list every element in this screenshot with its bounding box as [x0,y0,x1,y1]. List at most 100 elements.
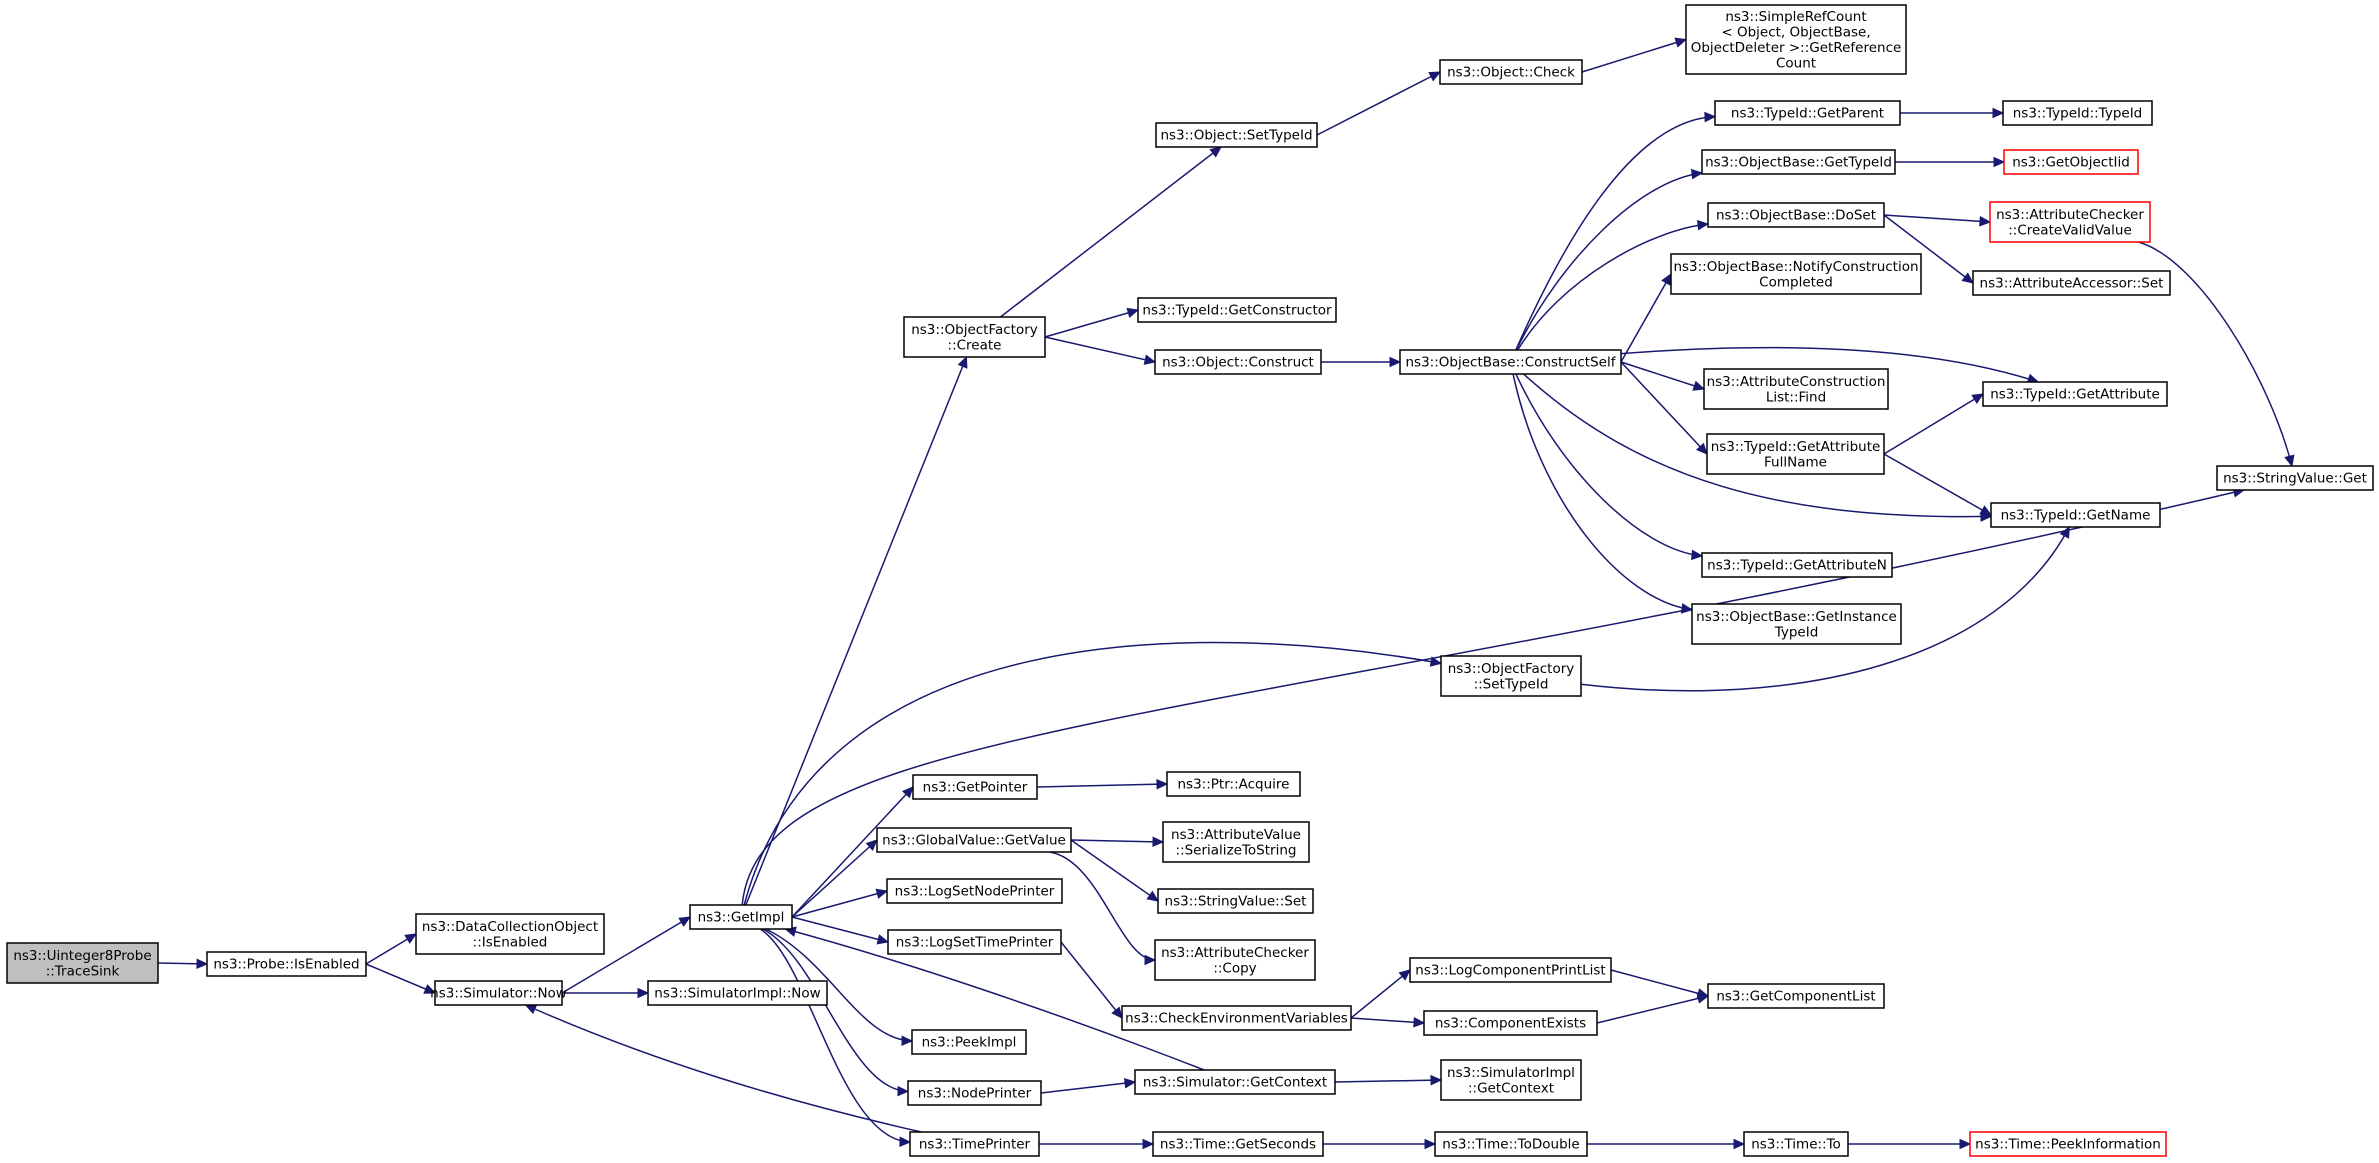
node-box [886,878,1063,904]
edge-getimpl-to-objfactory_settypeid [743,641,1443,906]
edge-typeid_getparent-to-typeid_typeid [1900,107,2005,119]
arrowhead [1993,156,2006,168]
node-objfactory-settypeid[interactable]: ns3::ObjectFactory::SetTypeId [1440,655,1582,697]
node-typeid-getattribute[interactable]: ns3::TypeId::GetAttribute [1982,381,2168,407]
node-object-check[interactable]: ns3::Object::Check [1439,59,1583,85]
node-label: ::CreateValidValue [2008,222,2132,238]
node-typeid-typeid[interactable]: ns3::TypeId::TypeId [2002,100,2153,126]
node-label: ns3::AttributeConstruction [1707,374,1886,390]
node-time-peekinformation[interactable]: ns3::Time::PeekInformation [1969,1131,2167,1157]
edge-constructself-to-typeid_getattribute [1620,346,2040,384]
node-timeprinter[interactable]: ns3::TimePrinter [909,1131,1040,1157]
node-typeid-getconstructor[interactable]: ns3::TypeId::GetConstructor [1137,297,1337,323]
node-probe-isenabled[interactable]: ns3::Probe::IsEnabled [206,951,367,977]
node-attrchecker-createvalid[interactable]: ns3::AttributeChecker::CreateValidValue [1989,201,2151,243]
node-typeid-getparent[interactable]: ns3::TypeId::GetParent [1714,100,1901,126]
node-box [415,913,605,955]
node-constructself[interactable]: ns3::ObjectBase::ConstructSelf [1399,349,1622,375]
node-simimpl-getcontext[interactable]: ns3::SimulatorImpl::GetContext [1440,1059,1582,1101]
edge-line [1515,172,1703,351]
node-label: ns3::Object::Construct [1162,355,1314,371]
node-attrchecker-copy[interactable]: ns3::AttributeChecker::Copy [1154,939,1316,981]
node-sim-getcontext[interactable]: ns3::Simulator::GetContext [1134,1069,1336,1095]
node-logsetnodeprinter[interactable]: ns3::LogSetNodePrinter [886,878,1063,904]
node-time-to[interactable]: ns3::Time::To [1743,1131,1849,1157]
node-stringvalue-get[interactable]: ns3::StringValue::Get [2216,465,2374,491]
arrowhead [1733,1138,1746,1150]
node-simplerefcount[interactable]: ns3::SimpleRefCount< Object, ObjectBase,… [1685,4,1907,75]
node-peekimpl[interactable]: ns3::PeekImpl [911,1029,1027,1055]
node-logsettimeprinter[interactable]: ns3::LogSetTimePrinter [887,929,1062,955]
arrowhead [1979,216,1992,227]
node-label: ns3::TypeId::GetParent [1731,106,1884,122]
node-attraccessor-set[interactable]: ns3::AttributeAccessor::Set [1972,270,2171,296]
node-box [1121,1005,1352,1031]
node-label: ns3::ComponentExists [1435,1016,1586,1032]
node-checkenv[interactable]: ns3::CheckEnvironmentVariables [1121,1005,1352,1031]
node-root[interactable]: ns3::Uinteger8Probe::TraceSink [6,942,159,984]
arrowhead [957,355,968,369]
node-box [1701,552,1893,578]
node-box [1409,957,1612,983]
node-typeid-getattributen[interactable]: ns3::TypeId::GetAttributeN [1701,552,1893,578]
node-getpointer[interactable]: ns3::GetPointer [912,774,1038,800]
node-box [689,904,793,930]
node-objbase-doset[interactable]: ns3::ObjectBase::DoSet [1707,202,1885,228]
node-typeid-getname[interactable]: ns3::TypeId::GetName [1990,502,2161,528]
node-label: ns3::GetImpl [698,910,785,926]
arrowhead [1661,272,1672,286]
node-label: ns3::SimpleRefCount [1725,9,1866,25]
edge-logcomponentprintlist-to-getcomponentlist [1610,969,1710,999]
node-box [1439,59,1583,85]
edge-line [765,928,913,1042]
edge-line [1883,453,1992,516]
node-objbase-gettypeid[interactable]: ns3::ObjectBase::GetTypeId [1701,149,1896,175]
node-logcomponentprintlist[interactable]: ns3::LogComponentPrintList [1409,957,1612,983]
edge-probe_isenabled-to-dco_isenabled [365,933,418,965]
arrowhead [1992,107,2005,119]
node-time-todouble[interactable]: ns3::Time::ToDouble [1434,1131,1588,1157]
edge-line [791,916,889,943]
node-getobjectiid[interactable]: ns3::GetObjectIid [2003,149,2139,175]
node-dco-isenabled[interactable]: ns3::DataCollectionObject::IsEnabled [415,913,605,955]
node-label: ns3::GetPointer [923,780,1028,796]
node-stringvalue-set[interactable]: ns3::StringValue::Set [1157,888,1314,914]
node-label: ::TraceSink [46,963,120,979]
node-getimpl[interactable]: ns3::GetImpl [689,904,793,930]
node-nodeprinter[interactable]: ns3::NodePrinter [907,1080,1042,1106]
node-sim-now[interactable]: ns3::Simulator::Now [430,980,567,1006]
edge-line [1883,214,1991,223]
node-label: ns3::LogSetTimePrinter [896,935,1054,951]
node-time-getseconds[interactable]: ns3::Time::GetSeconds [1152,1131,1324,1157]
node-globalvalue-getvalue[interactable]: ns3::GlobalValue::GetValue [876,827,1072,853]
edge-time_todouble-to-time_to [1587,1138,1746,1150]
edge-typeid_getattributefullname-to-typeid_getattribute [1883,393,1985,455]
node-object-construct[interactable]: ns3::Object::Construct [1154,349,1322,375]
arrowhead [1126,307,1140,318]
edge-constructself-to-objbase_doset [1517,219,1710,351]
node-simimpl-now[interactable]: ns3::SimulatorImpl::Now [647,980,828,1006]
node-label: ns3::GetComponentList [1716,989,1875,1005]
arrowhead [1961,272,1974,284]
node-ptr-acquire[interactable]: ns3::Ptr::Acquire [1166,771,1301,797]
edge-constructself-to-typeid_getattributen [1515,373,1704,561]
node-notifyconstruction[interactable]: ns3::ObjectBase::NotifyConstructionCompl… [1670,253,1922,295]
edge-line [1517,223,1709,351]
edge-getpointer-to-ptr_acquire [1036,778,1169,790]
edge-constructself-to-attrconstructionlist_find [1620,361,1706,391]
node-label: List::Find [1766,389,1826,405]
node-object-settypeid[interactable]: ns3::Object::SetTypeId [1155,122,1318,148]
edge-objbase_doset-to-attrchecker_createvalid [1883,214,1992,227]
node-getcomponentlist[interactable]: ns3::GetComponentList [1707,983,1885,1009]
edge-constructself-to-notifyconstruction [1620,272,1672,363]
edge-line [1334,1079,1442,1083]
node-objfactory-create[interactable]: ns3::ObjectFactory::Create [903,316,1046,358]
node-attrvalue-serialize[interactable]: ns3::AttributeValue::SerializeToString [1162,821,1310,863]
arrowhead [865,839,878,851]
arrowhead [1696,993,1710,1004]
node-componentexists[interactable]: ns3::ComponentExists [1423,1010,1598,1036]
edge-timeprinter-to-time_getseconds [1039,1138,1155,1150]
